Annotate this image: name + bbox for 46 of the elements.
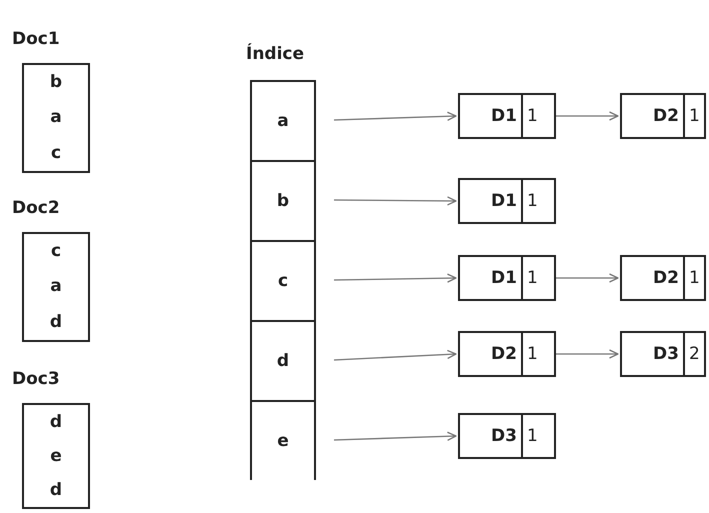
term-frequency: 1: [526, 267, 539, 290]
posting-box: [458, 255, 556, 301]
document-id: D3: [622, 333, 685, 375]
document-id: D1: [460, 180, 523, 222]
posting-box: [458, 413, 556, 459]
term-frequency: 1: [688, 267, 701, 290]
term-frequency: 2: [688, 343, 701, 366]
document-id: D1: [460, 257, 523, 299]
document-title: Doc1: [12, 29, 60, 49]
posting-box: [458, 93, 556, 139]
document-id: D3: [460, 415, 523, 457]
document-title: Doc3: [12, 369, 60, 389]
document-term: e: [50, 448, 62, 464]
term-frequency: 1: [526, 343, 539, 366]
term-frequency: 1: [526, 190, 539, 213]
term-frequency: 1: [526, 105, 539, 128]
document-term: d: [50, 414, 62, 430]
arrow: [334, 112, 457, 121]
document-title: Doc2: [12, 198, 60, 218]
document-term: a: [50, 278, 62, 296]
arrow: [334, 274, 457, 283]
document-id: D2: [622, 257, 685, 299]
posting-box: [620, 255, 706, 301]
index-term-cell: e: [252, 400, 314, 480]
document-id: D1: [460, 95, 523, 137]
arrow: [334, 432, 457, 441]
document-id: D2: [622, 95, 685, 137]
posting-box: [458, 178, 556, 224]
posting-box: [458, 331, 556, 377]
arrow: [334, 196, 457, 206]
term-frequency: 1: [526, 425, 539, 448]
arrow: [556, 111, 619, 121]
arrow: [556, 273, 619, 283]
document-term: c: [50, 243, 62, 260]
document-term: b: [50, 74, 62, 92]
posting-box: [620, 331, 706, 377]
document-term: c: [50, 144, 62, 162]
arrow: [556, 349, 619, 359]
document-id: D2: [460, 333, 523, 375]
document-term: d: [50, 482, 62, 498]
term-frequency: 1: [688, 105, 701, 128]
index-title: Índice: [246, 44, 304, 64]
document-term: a: [50, 109, 62, 126]
arrow: [334, 350, 457, 361]
document-term: d: [50, 314, 62, 331]
posting-box: [620, 93, 706, 139]
